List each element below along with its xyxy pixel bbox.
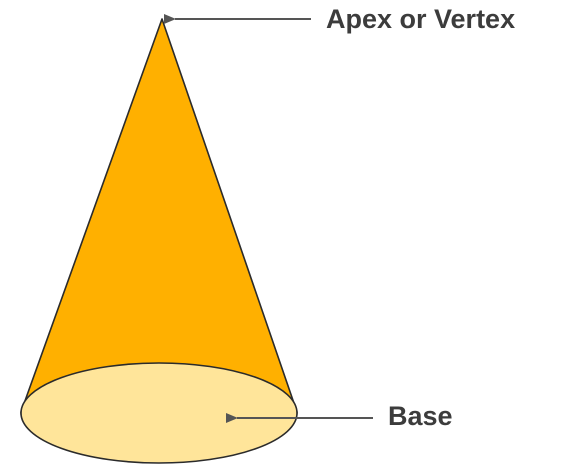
apex-label: Apex or Vertex [326,4,516,34]
base-label: Base [388,401,453,431]
cone-base [20,362,298,464]
